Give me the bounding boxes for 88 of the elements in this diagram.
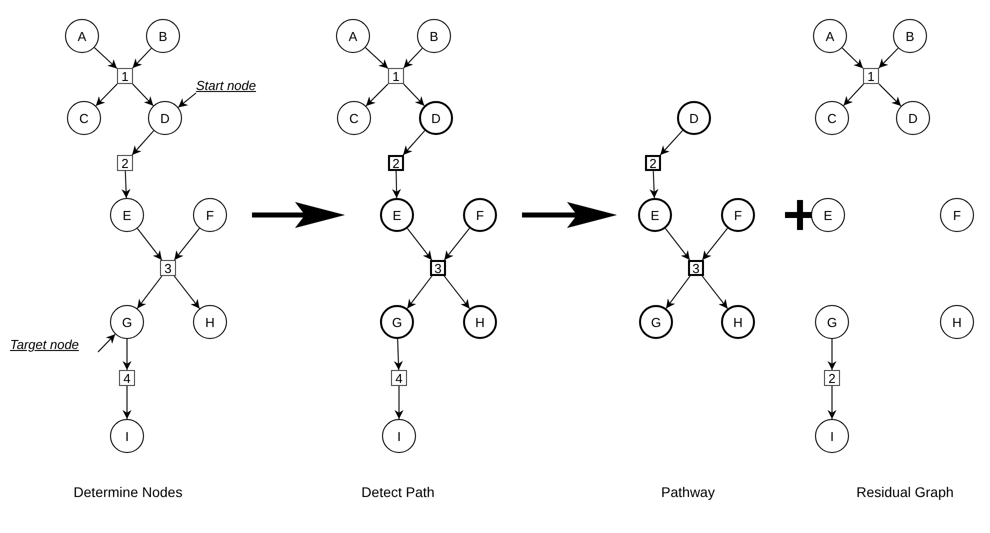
graph-node-circle: G bbox=[639, 305, 673, 339]
leader-arrow bbox=[178, 92, 196, 108]
graph-node-circle: C bbox=[337, 101, 371, 135]
arrow bbox=[174, 228, 200, 260]
arrow bbox=[403, 48, 423, 68]
arrow bbox=[364, 47, 388, 70]
arrow bbox=[174, 276, 200, 310]
arrow bbox=[828, 338, 836, 370]
process-box: 4 bbox=[391, 370, 407, 386]
graph-node-circle: E bbox=[110, 198, 144, 232]
arrow bbox=[660, 130, 684, 156]
process-box: 2 bbox=[824, 370, 840, 386]
arrow bbox=[406, 228, 432, 260]
arrow bbox=[842, 47, 864, 69]
panel-caption: Determine Nodes bbox=[74, 484, 182, 500]
graph-node-circle: H bbox=[193, 305, 227, 339]
graph-node-circle: G bbox=[815, 305, 849, 339]
graph-node-circle: H bbox=[463, 305, 497, 339]
process-box: 1 bbox=[388, 68, 404, 84]
panel-caption: Detect Path bbox=[361, 484, 435, 500]
arrow bbox=[702, 276, 728, 310]
arrow bbox=[444, 276, 470, 310]
graph-node-circle: D bbox=[677, 101, 711, 135]
arrow bbox=[650, 170, 658, 199]
panel-caption: Residual Graph bbox=[856, 484, 954, 500]
arrow bbox=[392, 170, 401, 198]
graph-node-circle: H bbox=[940, 305, 974, 339]
arrow bbox=[132, 130, 154, 156]
process-box: 1 bbox=[863, 68, 879, 84]
graph-node-circle: F bbox=[463, 198, 497, 232]
arrow bbox=[394, 386, 404, 420]
process-box: 3 bbox=[160, 260, 176, 276]
arrow bbox=[394, 338, 403, 370]
graph-node-circle: D bbox=[896, 101, 930, 135]
arrow bbox=[122, 338, 132, 370]
arrow bbox=[444, 228, 470, 260]
graph-node-circle: I bbox=[382, 419, 416, 453]
graph-node-circle: G bbox=[110, 305, 144, 339]
process-box: 3 bbox=[688, 260, 704, 276]
arrow bbox=[402, 130, 426, 156]
arrow bbox=[136, 276, 162, 309]
leader-arrow bbox=[98, 334, 116, 352]
graph-node-circle: B bbox=[893, 19, 927, 53]
graph-node-circle: D bbox=[148, 101, 182, 135]
graph-node-circle: I bbox=[815, 419, 849, 453]
panel-caption: Pathway bbox=[661, 484, 715, 500]
graph-node-circle: H bbox=[721, 305, 755, 339]
arrow bbox=[666, 276, 691, 309]
graph-node-circle: G bbox=[380, 305, 414, 339]
graph-node-circle: E bbox=[638, 198, 672, 232]
arrow bbox=[878, 48, 899, 68]
arrow bbox=[403, 84, 425, 106]
process-box: 3 bbox=[430, 260, 446, 276]
arrow bbox=[94, 47, 118, 70]
arrow bbox=[122, 386, 132, 420]
process-box: 1 bbox=[117, 68, 133, 84]
arrow bbox=[132, 84, 154, 106]
graph-node-circle: F bbox=[193, 198, 227, 232]
arrow bbox=[878, 84, 902, 106]
graph-node-circle: C bbox=[67, 101, 101, 135]
graph-node-circle: E bbox=[811, 198, 845, 232]
arrow bbox=[702, 228, 728, 260]
process-box: 2 bbox=[645, 155, 661, 171]
annotation-text: Start node bbox=[196, 78, 256, 93]
graph-node-circle: I bbox=[110, 419, 144, 453]
arrow bbox=[132, 48, 152, 68]
arrow bbox=[95, 84, 118, 106]
graph-node-circle: B bbox=[146, 19, 180, 53]
process-box: 4 bbox=[119, 370, 135, 386]
arrow bbox=[366, 84, 388, 106]
arrow bbox=[828, 386, 836, 420]
graph-node-circle: A bbox=[813, 19, 847, 53]
graph-node-circle: A bbox=[336, 19, 370, 53]
graph-node-circle: F bbox=[721, 198, 755, 232]
annotation-text: Target node bbox=[10, 337, 79, 352]
graph-node-circle: C bbox=[815, 101, 849, 135]
arrow bbox=[843, 84, 864, 106]
graph-node-circle: E bbox=[380, 198, 414, 232]
process-box: 2 bbox=[388, 155, 404, 171]
graph-node-circle: D bbox=[419, 101, 453, 135]
arrow bbox=[664, 228, 690, 260]
process-box: 2 bbox=[117, 155, 133, 171]
arrow bbox=[406, 276, 432, 309]
graph-node-circle: A bbox=[65, 19, 99, 53]
graph-node-circle: F bbox=[940, 198, 974, 232]
arrow bbox=[136, 228, 162, 260]
graph-node-circle: B bbox=[417, 19, 451, 53]
arrow bbox=[122, 170, 130, 199]
